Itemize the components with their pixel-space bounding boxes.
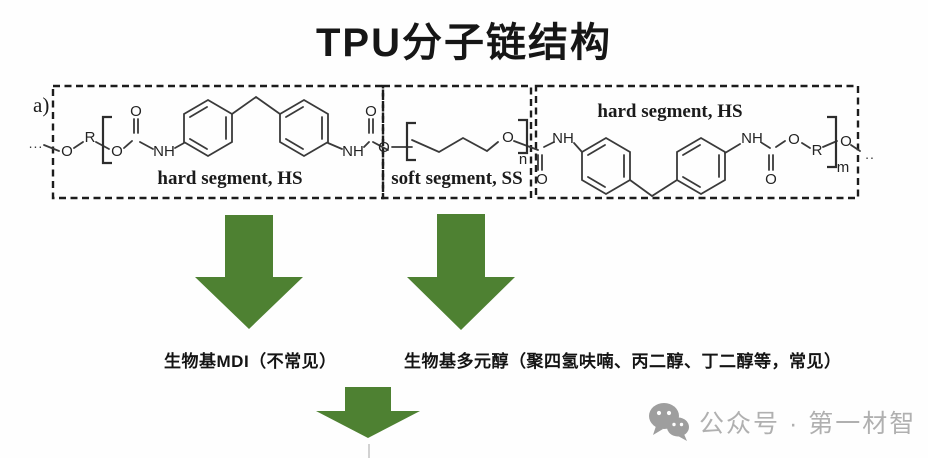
chain-ellipsis-left: ...: [29, 135, 44, 151]
watermark-text: 公众号 · 第一材智: [699, 410, 917, 438]
atom-nh: NH: [153, 143, 175, 160]
benzene-ring: [676, 137, 726, 195]
bio-polyol-label: 生物基多元醇（聚四氢呋喃、丙二醇、丁二醇等，常见）: [404, 352, 842, 371]
atom-nh: NH: [741, 130, 763, 147]
subscript-n: n: [519, 151, 527, 168]
benzene-ring: [279, 99, 329, 157]
bio-mdi-label: 生物基MDI（不常见）: [164, 352, 337, 371]
atom-oxygen: O: [788, 131, 800, 148]
benzene-ring: [183, 99, 233, 157]
chain-ellipsis-right: ..: [865, 146, 875, 162]
subscript-m: m: [837, 159, 850, 176]
repeat-brackets: [101, 115, 838, 169]
hard-segment-left-label: hard segment, HS: [157, 168, 302, 189]
down-arrow-middle: [407, 214, 515, 330]
atom-oxygen: O: [502, 129, 514, 146]
hard-segment-box-right: [534, 84, 860, 200]
soft-segment-label: soft segment, SS: [391, 168, 522, 189]
atom-oxygen: O: [61, 143, 73, 160]
atom-oxygen: O: [765, 171, 777, 188]
bottom-divider-line: [368, 444, 370, 458]
benzene-ring: [581, 137, 631, 195]
atom-oxygen: O: [130, 103, 142, 120]
atom-oxygen: O: [365, 103, 377, 120]
watermark: 公众号 · 第一材智: [648, 402, 916, 442]
atom-oxygen: O: [840, 133, 852, 150]
atom-r-group: R: [85, 129, 96, 146]
atom-oxygen: O: [536, 171, 548, 188]
soft-segment-box: [381, 84, 533, 200]
atom-nh: NH: [342, 143, 364, 160]
atom-nh: NH: [552, 130, 574, 147]
panel-label: a): [33, 93, 49, 117]
down-arrow-left: [195, 215, 303, 329]
atom-oxygen: O: [111, 143, 123, 160]
atom-r-group: R: [812, 142, 823, 159]
down-arrow-bottom: [316, 387, 420, 438]
hard-segment-right-label: hard segment, HS: [597, 101, 742, 122]
atom-oxygen: O: [378, 139, 390, 156]
carbonyl-double-bonds: [133, 118, 774, 171]
page-title: TPU分子链结构: [316, 21, 612, 65]
wechat-icon: [649, 403, 689, 441]
